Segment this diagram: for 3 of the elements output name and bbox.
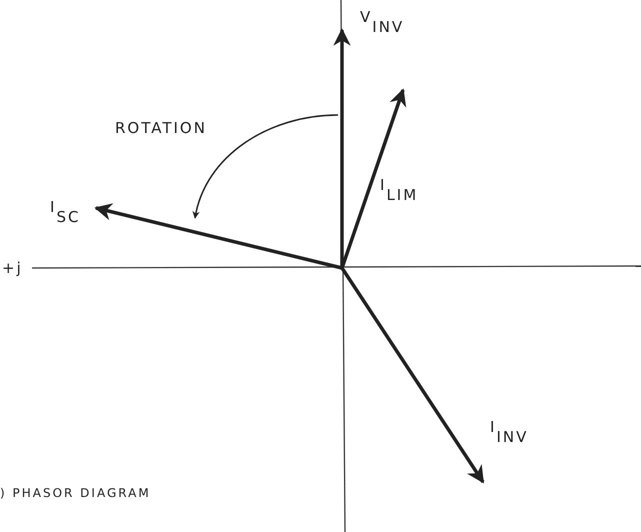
caption: ) PHASOR DIAGRAM (0, 487, 151, 499)
rotation-label: ROTATION (115, 121, 207, 136)
axis-label: +j (2, 261, 23, 276)
